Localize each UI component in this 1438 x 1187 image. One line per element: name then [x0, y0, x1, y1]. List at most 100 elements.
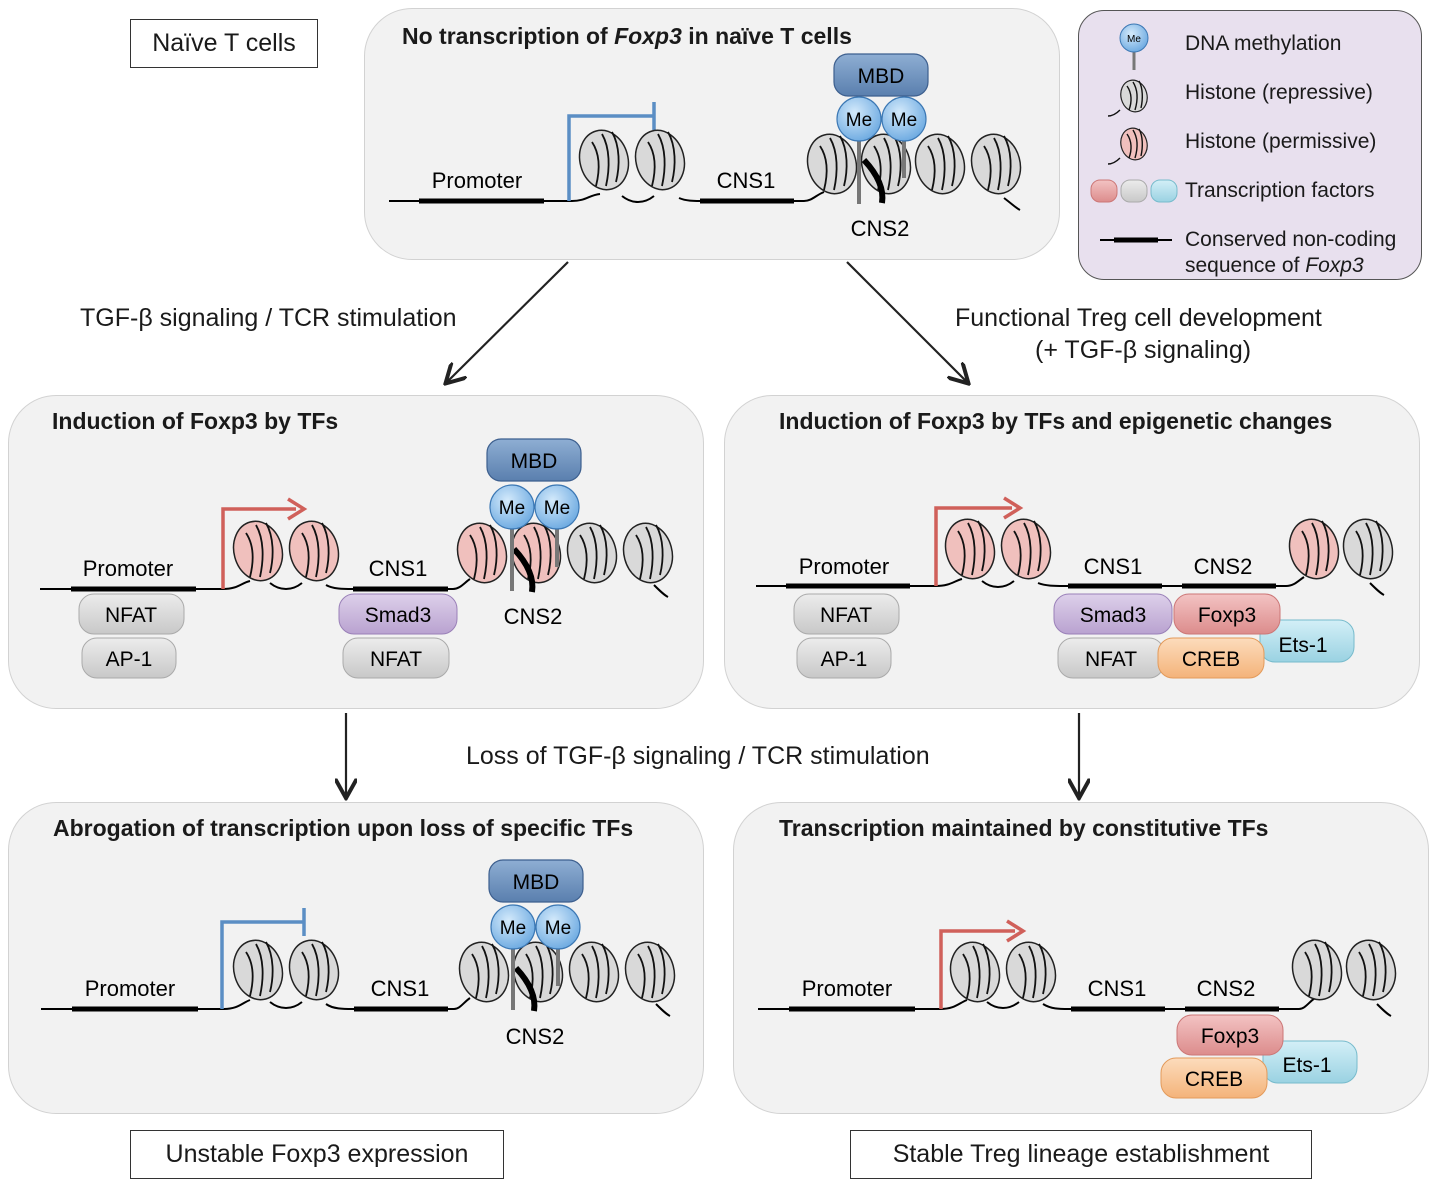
- arrow-to-tf-induction: [447, 261, 569, 382]
- cns1-label: CNS1: [371, 976, 430, 1001]
- methyl-group-icon: [490, 904, 536, 950]
- panel-maintenance-title: Transcription maintained by constitutive…: [779, 815, 1269, 841]
- dna-strand: [389, 191, 1021, 211]
- tf-nfat-cns1-label: NFAT: [1085, 648, 1137, 671]
- histone-permissive-icon: [288, 520, 340, 582]
- tf-ets1-label: Ets-1: [1278, 634, 1327, 657]
- me-label: Me: [499, 498, 525, 519]
- histone-repressive-icon: [1005, 941, 1057, 1003]
- outcome-unstable-text: Unstable Foxp3 expression: [165, 1140, 469, 1168]
- legend-cns-line2: sequence of Foxp3: [1185, 254, 1364, 277]
- tf-creb-label: CREB: [1182, 648, 1240, 671]
- methyl-group-icon: [489, 484, 535, 530]
- dna-strand: [756, 576, 1385, 596]
- tf-nfat-cns1: [342, 637, 450, 679]
- histone-repressive-icon: [634, 129, 686, 191]
- tf-smad3-label: Smad3: [1080, 604, 1147, 627]
- legend-me-text: Me: [1127, 34, 1141, 45]
- legend-transcription-factors: Transcription factors: [1185, 179, 1375, 202]
- cns2-segment: [511, 546, 536, 593]
- histone-repressive-icon: [914, 133, 966, 195]
- histone-repressive-icon: [949, 941, 1001, 1003]
- me-label: Me: [846, 110, 872, 131]
- histone-permissive-icon: [456, 522, 508, 584]
- me-label: Me: [544, 498, 570, 519]
- methyl-group-icon: [534, 484, 580, 530]
- tf-ets1-label: Ets-1: [1282, 1054, 1331, 1077]
- active-tss-arrow-icon: [221, 497, 308, 589]
- me-label: Me: [891, 110, 917, 131]
- panel-naive: [364, 8, 1060, 260]
- histone-permissive-icon: [232, 520, 284, 582]
- panel-maintenance-diagram: Promoter CNS1 CNS2 Foxp3 CREB Ets-1: [758, 919, 1397, 1099]
- cns1-label: CNS1: [717, 168, 776, 193]
- repressed-tss-icon: [567, 102, 656, 201]
- histone-repressive-icon: [458, 941, 510, 1003]
- mbd-protein: [488, 859, 584, 903]
- me-label: Me: [545, 918, 571, 939]
- mbd-label: MBD: [513, 871, 560, 894]
- tf-nfat: [793, 593, 900, 635]
- cns1-label: CNS1: [369, 556, 428, 581]
- cns2-segment: [513, 965, 538, 1012]
- active-tss-arrow-icon: [934, 496, 1024, 586]
- histone-repressive-icon: [1342, 518, 1394, 580]
- legend-histone-permissive-icon: [1107, 127, 1148, 165]
- legend-histone-repressive-icon: [1107, 79, 1148, 117]
- panel-naive-title: No transcription of Foxp3 in naïve T cel…: [402, 23, 852, 49]
- naive-t-cells-text: Naïve T cells: [152, 29, 296, 57]
- outcome-stable-text: Stable Treg lineage establishment: [892, 1140, 1270, 1168]
- histone-repressive-icon: [806, 133, 858, 195]
- legend-tf-cyan-icon: [1150, 179, 1178, 203]
- tf-ap1-label: AP-1: [106, 648, 153, 671]
- tf-smad3: [338, 593, 458, 635]
- arrow-right-label-line2: (+ TGF-β signaling): [1035, 336, 1252, 364]
- cns2-label: CNS2: [1197, 976, 1256, 1001]
- histone-repressive-icon: [624, 941, 676, 1003]
- tf-foxp3: [1176, 1014, 1284, 1056]
- tf-foxp3-label: Foxp3: [1198, 604, 1256, 627]
- active-tss-arrow-icon: [939, 919, 1027, 1009]
- tf-nfat-label: NFAT: [820, 604, 872, 627]
- panel-abrogation-title: Abrogation of transcription upon loss of…: [53, 815, 634, 841]
- mbd-label: MBD: [511, 450, 558, 473]
- dna-strand: [758, 997, 1392, 1017]
- legend-histone-permissive: Histone (permissive): [1185, 130, 1377, 153]
- promoter-label: Promoter: [802, 976, 892, 1001]
- promoter-label: Promoter: [799, 554, 889, 579]
- histone-repressive-icon: [512, 941, 564, 1003]
- histone-repressive-icon: [232, 939, 284, 1001]
- tf-ap1: [796, 637, 892, 679]
- histone-permissive-icon: [1000, 518, 1052, 580]
- tf-smad3: [1053, 593, 1173, 635]
- naive-t-cells-label: Naïve T cells: [130, 19, 318, 68]
- panel-abrogation-diagram: MBD Me Me Promoter CNS1 CNS2: [41, 859, 676, 1049]
- legend-icons: Me: [1090, 23, 1178, 243]
- tf-smad3-label: Smad3: [365, 604, 432, 627]
- methyl-group-icon: [535, 904, 581, 950]
- histone-repressive-icon: [1291, 939, 1343, 1001]
- cns1-label: CNS1: [1084, 554, 1143, 579]
- mbd-protein: [486, 438, 582, 482]
- promoter-label: Promoter: [83, 556, 173, 581]
- dna-strand: [40, 578, 669, 598]
- tf-nfat-cns1-label: NFAT: [370, 648, 422, 671]
- tf-ap1-label: AP-1: [821, 648, 868, 671]
- histone-repressive-icon: [1345, 939, 1397, 1001]
- histone-repressive-icon: [622, 522, 674, 584]
- legend-tf-gray-icon: [1120, 179, 1148, 203]
- tf-ets1: [1259, 619, 1355, 663]
- outcome-unstable-box: Unstable Foxp3 expression: [130, 1130, 504, 1179]
- tf-nfat-label: NFAT: [105, 604, 157, 627]
- arrow-left-label: TGF-β signaling / TCR stimulation: [80, 304, 457, 332]
- histone-repressive-icon: [566, 522, 618, 584]
- panel-tf-induction-title: Induction of Foxp3 by TFs: [52, 408, 339, 434]
- legend-cns-line1: Conserved non-coding: [1185, 228, 1397, 251]
- panel-epigenetic-induction-diagram: Promoter CNS1 CNS2 NFAT AP-1 Smad3 NFAT …: [756, 496, 1394, 679]
- tf-creb-label: CREB: [1185, 1068, 1243, 1091]
- cns2-label: CNS2: [506, 1024, 565, 1049]
- histone-permissive-icon: [944, 518, 996, 580]
- repressed-tss-icon: [220, 908, 306, 1009]
- methyl-group-icon: [836, 96, 882, 142]
